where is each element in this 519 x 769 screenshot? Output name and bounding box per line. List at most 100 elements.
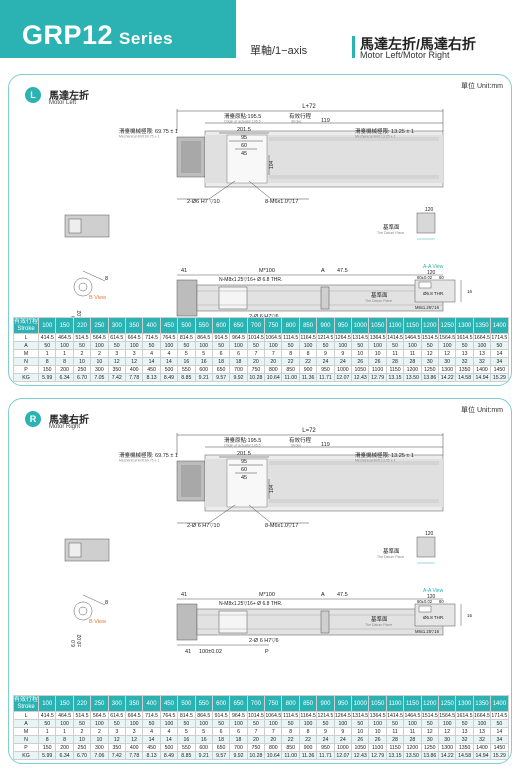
table-cell: 814.5	[177, 711, 196, 720]
datum-label: 基準面	[383, 223, 400, 231]
table-cell: 12.07	[333, 751, 353, 760]
table-cell: 14	[142, 357, 161, 366]
table-cell: 100	[403, 719, 422, 728]
table-cell: 12	[107, 735, 126, 744]
table-cell: 950	[316, 743, 335, 752]
table-cell: 100	[298, 719, 318, 728]
table-cell: 1464.5	[403, 333, 422, 342]
stroke-header-cell: 1050	[368, 695, 387, 712]
view-title-en: Motor Left	[49, 100, 77, 106]
dim-41-bottom: 41	[185, 649, 191, 655]
table-cell: 14.58	[455, 751, 474, 760]
table-cell: 12.79	[368, 373, 387, 382]
table-cell: 1164.5	[298, 333, 318, 342]
dim-95: 95	[241, 459, 247, 465]
table-cell: 8	[38, 735, 57, 744]
row-label: P	[12, 365, 40, 374]
table-cell: 664.5	[124, 333, 144, 342]
table-cell: 26	[351, 357, 370, 366]
table-cell: 26	[351, 735, 370, 744]
table-cell: 9.21	[194, 373, 213, 382]
b-view-label: B View	[89, 295, 106, 301]
table-cell: 11.36	[298, 373, 318, 382]
table-cell: 1200	[403, 365, 422, 374]
table-cell: 100	[229, 719, 248, 728]
table-cell: 950	[316, 365, 335, 374]
datum-label-en: The Datum Plane	[377, 231, 404, 235]
table-cell: 7.78	[124, 373, 144, 382]
table-cell: 5	[194, 727, 213, 736]
dim-60: 60	[241, 467, 247, 473]
table-cell: 50	[490, 341, 509, 350]
table-cell: 100	[437, 719, 457, 728]
panel-motor-left: 單位 Unit:mm L 馬達左折 Motor Left	[8, 74, 512, 386]
table-cell: 600	[194, 743, 213, 752]
motor-title-cn: 馬達左折/馬達右折	[360, 36, 476, 52]
table-cell: 13.50	[403, 373, 422, 382]
table-cell: 12	[124, 357, 144, 366]
table-cell: 50	[38, 341, 57, 350]
table-cell: 1114.5	[281, 333, 300, 342]
table-cell: 20	[246, 735, 266, 744]
table-cell: 614.5	[107, 711, 126, 720]
table-cell: 9.21	[194, 751, 213, 760]
table-cell: 100	[368, 341, 387, 350]
table-cell: 1264.5	[333, 333, 353, 342]
table-cell: 32	[455, 735, 474, 744]
table-cell: 50	[455, 341, 474, 350]
stroke-header-cell: 150	[55, 695, 74, 712]
header-accent-bar	[352, 36, 355, 58]
table-cell: 664.5	[124, 711, 144, 720]
table-cell: 12.43	[351, 751, 370, 760]
dim-l72: L=72	[302, 428, 316, 434]
table-cell: 50	[455, 719, 474, 728]
dim-120: 120	[425, 207, 434, 213]
table-cell: 22	[281, 735, 300, 744]
table-cell: 10.28	[246, 751, 266, 760]
row-label: N	[12, 357, 40, 366]
stroke-header-cell: 550	[194, 695, 213, 712]
aa-dim-16: 16	[467, 289, 473, 294]
table-cell: 100	[264, 719, 283, 728]
table-cell: 50	[351, 341, 370, 350]
dim-tol: ±0.02	[77, 634, 83, 647]
table-cell: 50	[211, 341, 231, 350]
dim-60: 60	[241, 143, 247, 149]
table-cell: 22	[298, 357, 318, 366]
stroke-header-cell: 1400	[490, 695, 509, 712]
carriage-top	[226, 458, 268, 508]
stroke-header-cell: 800	[281, 695, 300, 712]
table-cell: 1	[38, 727, 57, 736]
table-cell: 13.50	[403, 751, 422, 760]
row-label: KG	[12, 373, 40, 382]
table-cell: 50	[351, 719, 370, 728]
table-cell: 750	[246, 743, 266, 752]
table-cell: 1314.5	[351, 333, 370, 342]
b-view-circle	[73, 601, 93, 621]
row-label: A	[12, 719, 40, 728]
table-cell: 1250	[420, 743, 440, 752]
table-cell: 700	[229, 743, 248, 752]
row-label: A	[12, 341, 40, 350]
stroke-header-cell: 150	[55, 317, 74, 334]
table-cell: 1350	[455, 743, 474, 752]
motor-block-side	[176, 279, 198, 317]
table-cell: 13.15	[385, 373, 405, 382]
table-cell: 8	[298, 349, 318, 358]
table-cell: 13	[455, 349, 474, 358]
table-cell: 14	[142, 735, 161, 744]
table-cell: 414.5	[38, 333, 57, 342]
table-cell: 1000	[333, 365, 353, 374]
dim-201-5: 201.5	[237, 127, 251, 133]
stroke-header-cell: 1350	[472, 317, 492, 334]
table-cell: 8.13	[142, 751, 161, 760]
table-cell: 26	[368, 357, 387, 366]
stroke-header-cell: 650	[229, 695, 248, 712]
table-cell: 1450	[490, 365, 509, 374]
table-cell: 32	[472, 735, 492, 744]
table-cell: 600	[194, 365, 213, 374]
table-cell: 8	[298, 727, 318, 736]
stroke-header-cell: 250	[90, 317, 109, 334]
